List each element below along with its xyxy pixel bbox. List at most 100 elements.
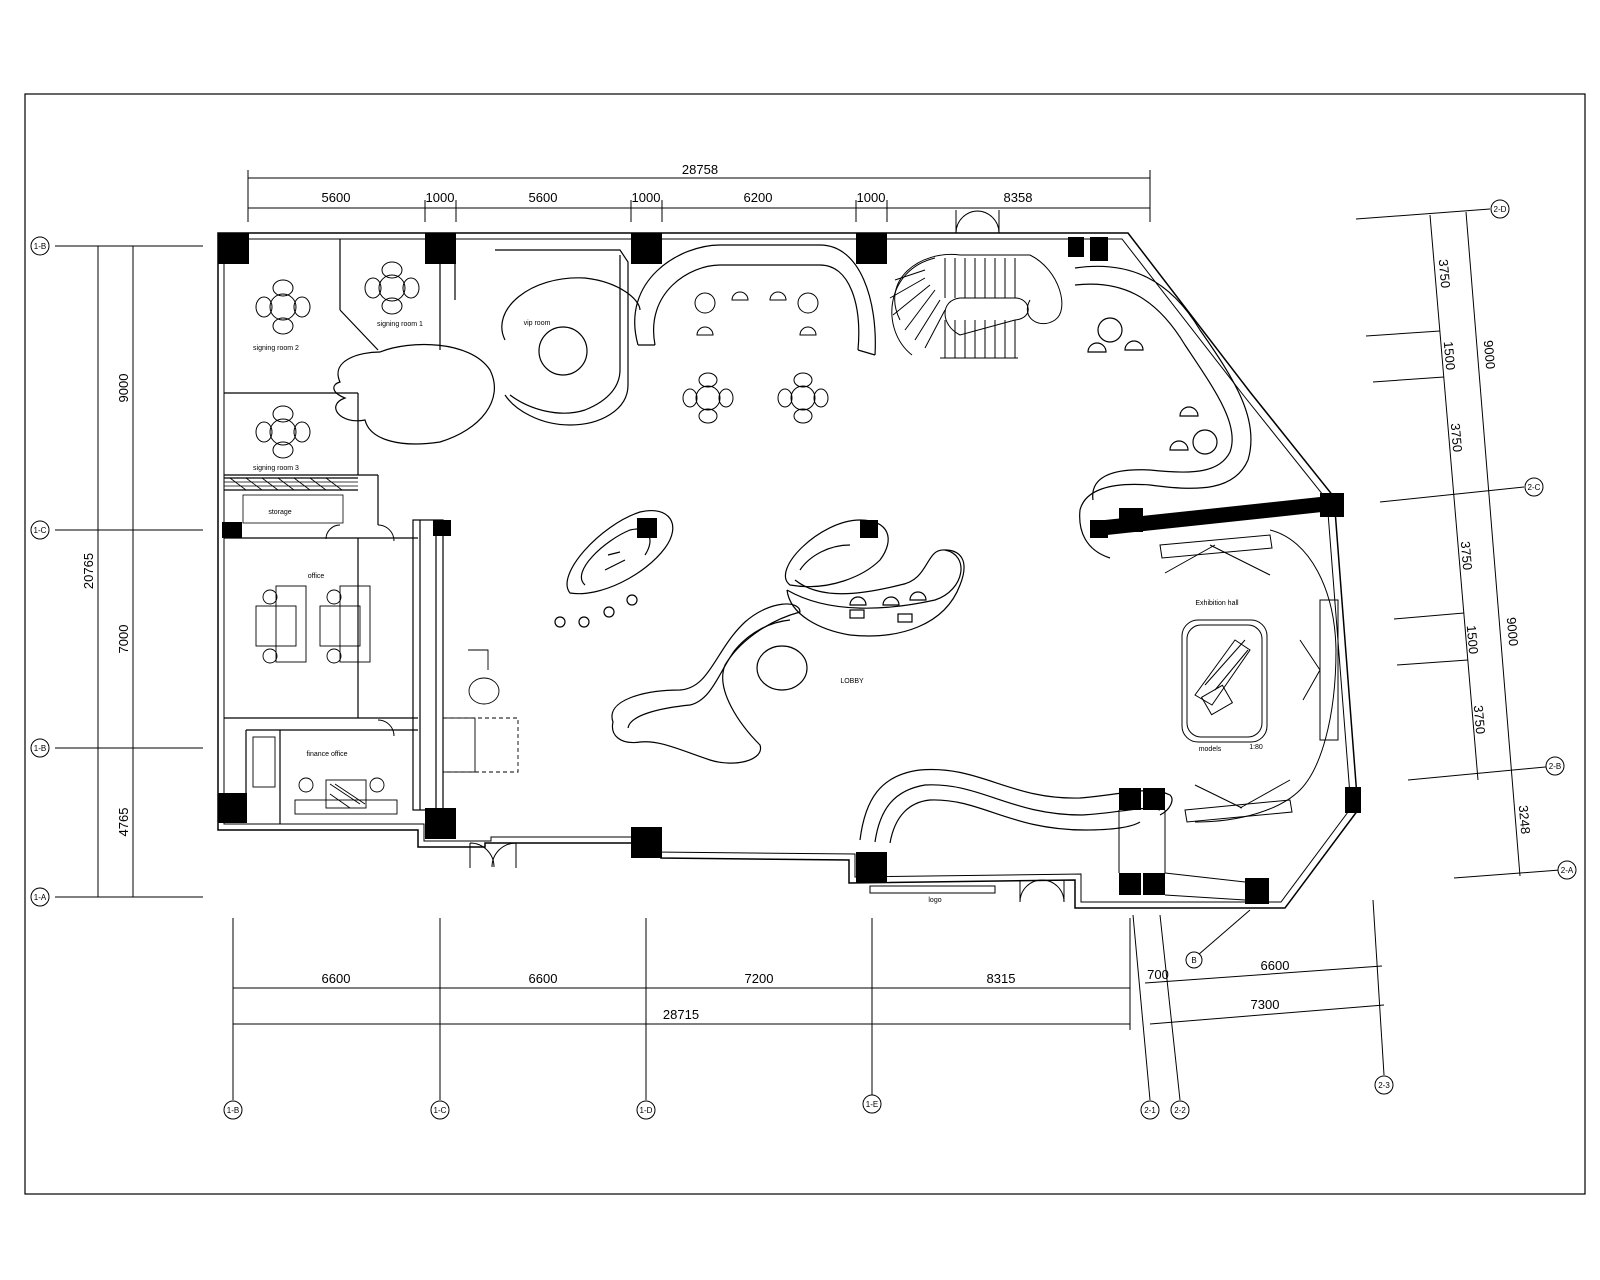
dim-right-seg: 3750 — [1458, 541, 1475, 571]
section-marker: B — [1185, 909, 1251, 969]
dim-left-seg: 4765 — [116, 808, 131, 837]
exterior-wall-inner — [223, 238, 1352, 903]
bottom-dimension-chain — [232, 918, 1131, 1100]
lounge-chairs — [694, 291, 819, 336]
svg-text:2-3: 2-3 — [1378, 1081, 1390, 1090]
storage-shelves — [224, 477, 358, 524]
svg-text:1-A: 1-A — [34, 893, 47, 902]
column-beam — [1105, 497, 1322, 535]
entry-pod — [333, 343, 495, 445]
left-dimension-chain — [55, 245, 203, 898]
dim-top-total: 28758 — [682, 162, 718, 177]
svg-text:1-B: 1-B — [34, 744, 46, 753]
exterior-wall-outer — [217, 232, 1359, 909]
room-label: Exhibition hall — [1195, 600, 1239, 607]
room-label: signing room 2 — [253, 345, 299, 352]
axis-bubble-lower-right: 2-3 — [1374, 1075, 1394, 1095]
lounge-bench-top — [634, 244, 876, 356]
svg-text:1-B: 1-B — [227, 1106, 239, 1115]
dim-bottom-seg: 6600 — [322, 971, 351, 986]
dim-top-seg: 5600 — [529, 190, 558, 205]
structural-columns — [218, 233, 1361, 904]
entry-corridor — [1118, 810, 1246, 901]
finance-office-furniture — [252, 736, 398, 815]
dim-top-seg: 1000 — [632, 190, 661, 205]
dim-top-seg: 1000 — [426, 190, 455, 205]
lobby-sculpture-seat — [611, 603, 808, 764]
room-label: finance office — [306, 751, 347, 758]
room-label: storage — [268, 509, 291, 516]
dim-top-seg: 8358 — [1004, 190, 1033, 205]
room-label: logo — [928, 897, 941, 904]
corridor-elements — [442, 649, 519, 773]
svg-text:1-E: 1-E — [866, 1100, 878, 1109]
dim-right-bottom: 3248 — [1516, 805, 1533, 835]
dim-bottom-seg: 6600 — [529, 971, 558, 986]
svg-text:1-C: 1-C — [434, 1106, 447, 1115]
dim-right-total: 9000 — [1504, 617, 1521, 647]
axis-bubble-lower-right: 2-1 — [1140, 1100, 1160, 1120]
reception-counter — [786, 549, 965, 637]
room-label: models — [1199, 746, 1222, 753]
axis-bubble-left: 1-B — [30, 236, 50, 256]
vip-room-shape — [495, 249, 641, 426]
dim-top-seg: 6200 — [744, 190, 773, 205]
axis-bubble-lower-right: 2-2 — [1170, 1100, 1190, 1120]
room-label: LOBBY — [840, 678, 864, 685]
axis-bubble-left: 1-B — [30, 738, 50, 758]
dim-right-seg: 1500 — [1464, 625, 1481, 655]
dim-lower-right-total: 7300 — [1251, 997, 1280, 1012]
dim-bottom-seg: 7200 — [745, 971, 774, 986]
dim-left-seg: 9000 — [116, 374, 131, 403]
dim-top-seg: 5600 — [322, 190, 351, 205]
meeting-table-set — [255, 279, 311, 335]
dim-lower-right-seg: 700 — [1147, 967, 1169, 982]
axis-bubble-bottom: 1-B — [223, 1100, 243, 1120]
axis-bubble-right: 2-A — [1557, 860, 1577, 880]
axis-bubble-right: 2-C — [1524, 477, 1544, 497]
logo-wall — [869, 885, 996, 894]
svg-text:1-C: 1-C — [34, 526, 47, 535]
dim-right-total: 9000 — [1481, 340, 1498, 370]
sheet-border — [24, 93, 1586, 1195]
coffee-table-set — [777, 372, 829, 424]
dim-right-seg: 3750 — [1448, 423, 1465, 453]
dim-left-seg: 7000 — [116, 625, 131, 654]
axis-bubble-bottom: 1-C — [430, 1100, 450, 1120]
svg-text:B: B — [1191, 956, 1196, 965]
lounge-bench-right — [1074, 265, 1252, 559]
meeting-table-set — [364, 261, 420, 315]
dim-right-seg: 3750 — [1471, 705, 1488, 735]
staircase — [889, 253, 1063, 359]
axis-bubble-right: 2-D — [1490, 199, 1510, 219]
svg-text:2-1: 2-1 — [1144, 1106, 1156, 1115]
svg-text:2-B: 2-B — [1549, 762, 1561, 771]
curved-feature-wall — [859, 768, 1173, 844]
lower-right-dimension-chain — [1132, 899, 1385, 1101]
dim-right-seg: 3750 — [1436, 259, 1453, 289]
axis-bubble-left: 1-C — [30, 520, 50, 540]
svg-text:2-2: 2-2 — [1174, 1106, 1186, 1115]
dim-lower-right-seg: 6600 — [1261, 958, 1290, 973]
exhibition-hall — [1159, 529, 1339, 823]
office-workstations — [255, 585, 371, 664]
room-label: signing room 1 — [377, 321, 423, 328]
dim-top-seg: 1000 — [857, 190, 886, 205]
coffee-table-set — [682, 372, 734, 424]
meeting-table-set — [255, 405, 311, 459]
right-dimension-chain — [1355, 208, 1561, 879]
top-dimension-chain — [247, 170, 1151, 222]
svg-text:1-D: 1-D — [640, 1106, 653, 1115]
room-label: signing room 3 — [253, 465, 299, 472]
dim-bottom-total: 28715 — [663, 1007, 699, 1022]
reception-desk — [554, 510, 674, 628]
dim-left-total: 20765 — [81, 553, 96, 589]
svg-text:2-A: 2-A — [1561, 866, 1574, 875]
axis-bubble-bottom: 1-D — [636, 1100, 656, 1120]
axis-bubble-bottom: 1-E — [862, 1094, 882, 1114]
axis-bubble-left: 1-A — [30, 887, 50, 907]
svg-text:1-B: 1-B — [34, 242, 46, 251]
svg-text:2-C: 2-C — [1528, 483, 1541, 492]
room-label: 1:80 — [1249, 744, 1263, 751]
